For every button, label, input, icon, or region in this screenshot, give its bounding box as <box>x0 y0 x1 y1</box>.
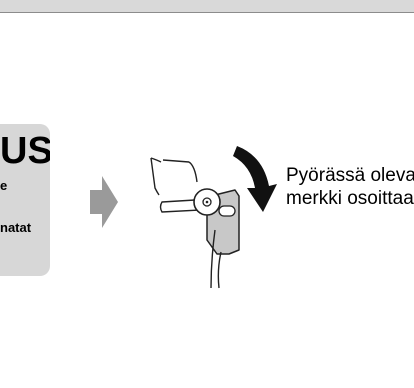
step-card: US e natat <box>0 124 50 276</box>
wheel-illustration <box>150 157 240 289</box>
card-text-line-1: e <box>0 178 8 193</box>
instruction-line-1: Pyörässä oleva <box>286 165 414 186</box>
instruction-text: Pyörässä oleva merkki osoittaa <box>286 164 414 210</box>
next-step-arrow-icon <box>90 176 118 228</box>
top-bar <box>0 0 414 13</box>
card-text-line-2: natat <box>0 220 32 235</box>
rotation-arrow-icon <box>233 146 277 212</box>
card-title: US <box>0 130 50 172</box>
instruction-line-2: merkki osoittaa <box>286 188 414 209</box>
